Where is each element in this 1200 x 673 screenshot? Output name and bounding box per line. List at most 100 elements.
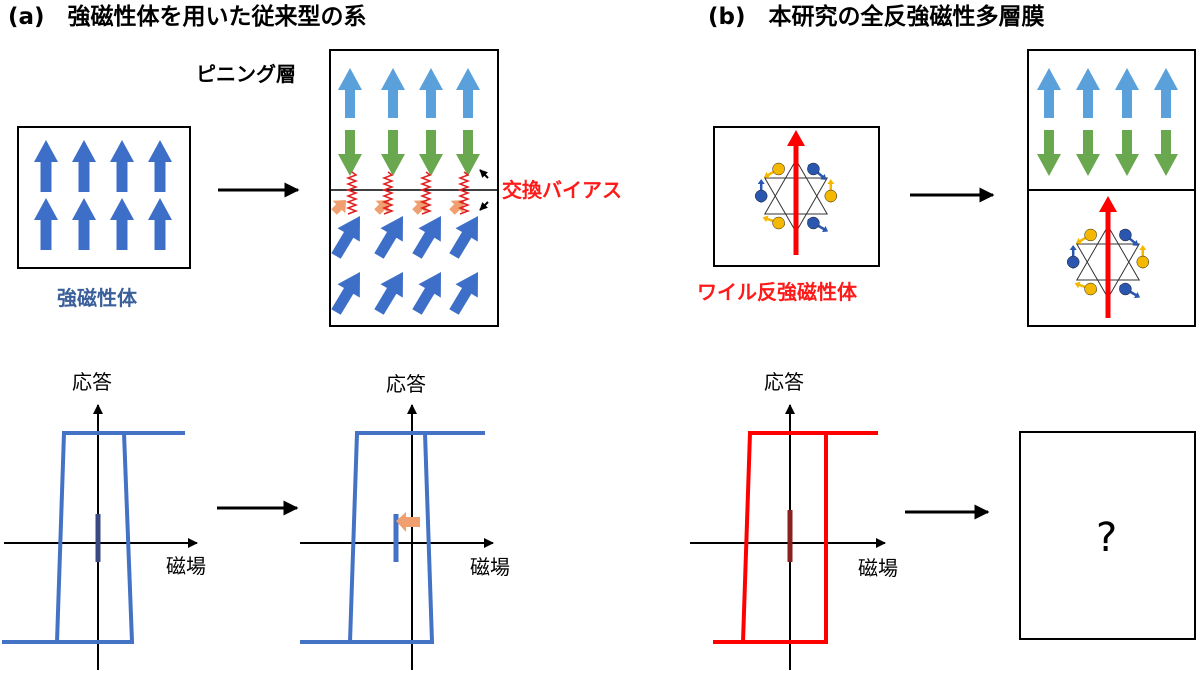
coupling-wiggle [419,171,433,215]
atom-blue [807,162,820,176]
weyl-order-arrow [1099,196,1117,318]
kagome-spin-structure [754,130,838,255]
ferromagnet-tilted-arrow [449,272,478,315]
y-axis-label-a1: 応答 [72,370,112,394]
atom-spin-arrowhead [827,179,835,189]
unknown-result-box [1019,431,1196,640]
afm-layer-spin-up-arrow [1037,68,1061,118]
atom-spin-arrowhead [1075,237,1085,244]
atom-spin-arrowhead [757,179,765,189]
atom-blue [1066,255,1080,269]
pinning-layer-label: ピニング層 [196,62,296,86]
interface-spin-arrow [449,200,464,215]
coupling-wiggle [457,171,471,215]
spin-up-arrow [72,198,96,250]
exchange-coupling-wiggles [345,171,471,215]
unknown-result-mark: ? [1096,515,1118,561]
atom-blue [1119,228,1132,242]
multilayer-spin-arrows [1037,68,1178,176]
atom-yellow [772,216,785,230]
spin-up-arrow [34,198,58,250]
atom-spin-arrowhead [763,171,773,178]
spin-up-arrow [148,140,172,192]
atom-yellow [824,189,838,203]
hysteresis-loop-shifted [300,431,485,644]
ferromagnet-tilted-arrow [331,216,360,259]
pinning-spin-down-arrow [381,130,405,176]
weyl-antiferromagnet-label: ワイル反強磁性体 [697,280,857,304]
exchange-bias-pointer-up [479,169,489,179]
weyl-order-arrow [787,130,805,255]
weyl-antiferromagnet-box [713,126,880,267]
panel-a-title: (a) 強磁性体を用いた従来型の系 [8,4,367,30]
weyl-hysteresis-loop [713,431,878,644]
weyl-hysteresis-loop-return [713,433,828,644]
spin-up-arrow [34,140,58,192]
spin-up-arrow [110,198,134,250]
interface-spin-arrow [374,200,389,215]
ferromagnet-tilted-arrow [374,272,403,315]
atom-spin-arrowhead [1069,245,1077,255]
atom-spin-arrowhead [1130,239,1139,246]
atom-spin-arrowhead [819,226,829,233]
pinning-spin-down-arrow [338,130,362,176]
atom-spin-arrowhead [762,215,772,223]
hysteresis-plot-exchange-biased [300,404,494,670]
hysteresis-loop-return [2,432,135,644]
atom-spin-arrowhead [818,173,827,180]
coupling-wiggle [381,171,395,215]
ferromagnet-spin-arrows [34,140,172,250]
exchange-bias-pointer-down [479,201,489,211]
kagome-spin-structure-in-multilayer [1066,196,1150,318]
ferromagnet-box [17,126,191,269]
ferromagnet-tilted-arrow [331,272,360,315]
afm-layer-spin-down-arrow [1076,130,1100,176]
atom-yellow [1084,228,1097,242]
atom-yellow [1084,282,1097,296]
afm-layer-spin-down-arrow [1115,130,1139,176]
hysteresis-plot-ferromagnet [2,404,198,670]
ferromagnet-label: 強磁性体 [57,286,137,310]
afm-layer-spin-down-arrow [1154,130,1178,176]
spin-up-arrow [110,140,134,192]
coupling-wiggle [345,171,359,215]
x-axis-label-a1: 磁場 [166,554,206,578]
pinned-multilayer-box [329,49,499,327]
interface-spin-arrow [412,200,427,215]
ferromagnet-tilted-arrow [412,216,441,259]
pinned-spin-arrows [331,68,480,315]
spin-up-arrow [148,198,172,250]
atom-spin-arrowhead [1131,292,1141,299]
hysteresis-loop [2,431,185,644]
ferromagnet-tilted-arrow [374,216,403,259]
x-axis-label-b: 磁場 [858,556,898,580]
atom-yellow [1136,255,1150,269]
bias-shift-arrow [396,512,420,532]
afm-layer-spin-up-arrow [1115,68,1139,118]
y-axis-label-b: 応答 [764,370,804,394]
pinning-spin-down-arrow [456,130,480,176]
hysteresis-loop-shifted-return [300,432,435,644]
atom-spin-arrowhead [1139,245,1147,255]
hysteresis-plot-weyl [690,404,886,670]
pinning-spin-up-arrow [419,68,443,118]
all-antiferromagnet-multilayer-box [1027,49,1196,327]
pinning-spin-down-arrow [419,130,443,176]
pinning-spin-up-arrow [456,68,480,118]
ferromagnet-tilted-arrow [412,272,441,315]
exchange-bias-label: 交換バイアス [502,178,622,202]
pinning-spin-up-arrow [338,68,362,118]
atom-spin-arrowhead [1074,281,1084,289]
atom-yellow [772,162,785,176]
atom-blue [807,216,820,230]
afm-layer-spin-down-arrow [1037,130,1061,176]
y-axis-label-a2: 応答 [386,372,426,396]
afm-layer-spin-up-arrow [1076,68,1100,118]
x-axis-label-a2: 磁場 [470,555,510,579]
pinning-spin-up-arrow [381,68,405,118]
ferromagnet-tilted-arrow [449,216,478,259]
afm-layer-spin-up-arrow [1154,68,1178,118]
panel-b-title: (b) 本研究の全反強磁性多層膜 [708,4,1045,30]
atom-blue [1119,282,1132,296]
